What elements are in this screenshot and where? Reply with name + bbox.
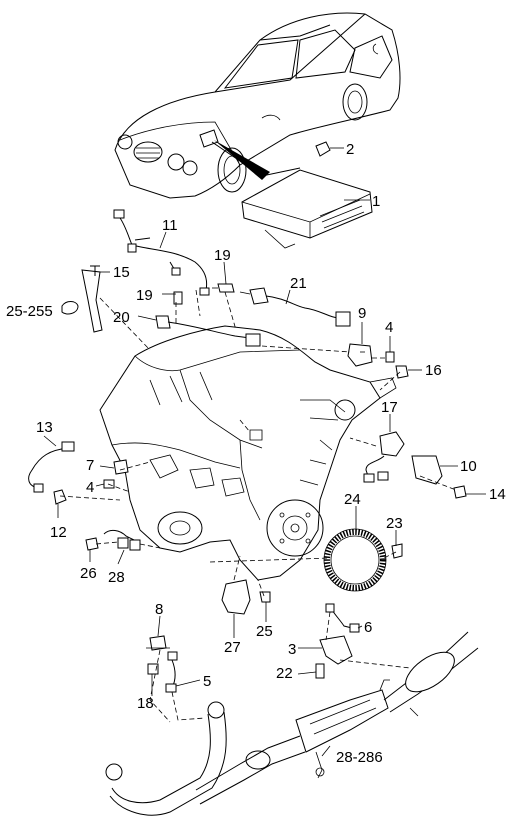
callout-19-lower: 19	[136, 287, 153, 304]
sensor-8	[146, 635, 170, 651]
callout-20: 20	[113, 309, 130, 326]
sensor-28	[103, 529, 141, 551]
callout-23: 23	[386, 515, 403, 532]
callout-2: 2	[346, 141, 354, 158]
callout-21: 21	[290, 275, 307, 292]
callout-25-255: 25-255	[6, 303, 53, 320]
callout-26: 26	[80, 565, 97, 582]
reference-lines	[59, 289, 457, 723]
callout-28: 28	[108, 569, 125, 586]
callout-15: 15	[113, 264, 130, 281]
callout-5: 5	[203, 673, 211, 690]
bracket-10	[411, 455, 443, 485]
callout-7: 7	[86, 457, 94, 474]
sensor-5	[165, 651, 178, 693]
bracket-15	[61, 265, 103, 333]
oxygen-sensor-21	[239, 287, 351, 327]
callout-6: 6	[364, 619, 372, 636]
sensor-19-upper	[212, 283, 235, 293]
sensor-6	[325, 603, 360, 633]
callout-3: 3	[288, 641, 296, 658]
exhaust-system	[105, 631, 479, 816]
bolt-25	[259, 591, 271, 603]
callout-25: 25	[256, 623, 273, 640]
vehicle-illustration	[114, 12, 401, 199]
bolt-16	[395, 365, 409, 379]
bolt-23	[391, 543, 403, 559]
callout-16: 16	[425, 362, 442, 379]
callout-8: 8	[155, 601, 163, 618]
sensor-26	[85, 537, 99, 551]
wiring-harness-11	[113, 209, 210, 296]
callout-28-286: 28-286	[336, 749, 383, 766]
sensor-7	[113, 459, 129, 475]
sensor-19-lower	[173, 291, 183, 305]
sensor-17	[363, 431, 405, 483]
bracket-27	[221, 579, 251, 615]
callout-14: 14	[489, 486, 506, 503]
sensor-12	[53, 489, 67, 505]
bolt-18	[147, 663, 159, 675]
bracket-3	[319, 635, 353, 665]
callout-4-lower: 4	[86, 479, 94, 496]
bolt-14	[453, 485, 467, 499]
engine-block	[99, 325, 397, 581]
callout-10: 10	[460, 458, 477, 475]
drive-plate-24	[323, 528, 387, 592]
callout-19-upper: 19	[214, 247, 231, 264]
sensor-9	[347, 343, 373, 367]
leader-lines	[43, 147, 486, 757]
bolt-22	[315, 663, 325, 679]
callout-11: 11	[162, 217, 178, 234]
callout-12: 12	[50, 524, 67, 541]
callout-1: 1	[372, 193, 380, 210]
oxygen-sensor-20	[155, 315, 261, 347]
bolt-4-upper	[385, 351, 395, 363]
ecm-unit	[241, 141, 373, 249]
callout-17: 17	[381, 399, 398, 416]
callout-4-upper: 4	[385, 319, 393, 336]
callout-18: 18	[137, 695, 154, 712]
callout-labels: 1 2 3 4 4 5 6 7 8 9 10 11 12 13 14 15 16…	[6, 141, 506, 766]
callout-24: 24	[344, 491, 361, 508]
callout-27: 27	[224, 639, 241, 656]
callout-13: 13	[36, 419, 53, 436]
callout-9: 9	[358, 305, 366, 322]
callout-22: 22	[276, 665, 293, 682]
sensor-13	[28, 441, 75, 493]
